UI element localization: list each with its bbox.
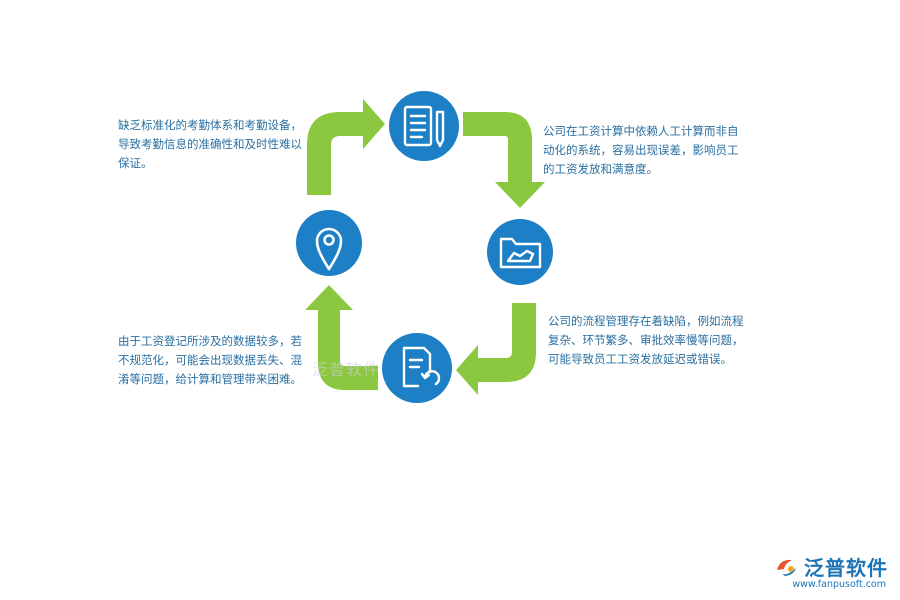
node-top [389,91,459,161]
folder-icon [499,237,542,269]
brand-url[interactable]: www.fanpusoft.com [792,579,886,590]
arrow-top-to-right [463,112,545,208]
note-bottom-right: 公司的流程管理存在着缺陷，例如流程复杂、环节繁多、审批效率慢等问题，可能导致员工… [548,314,744,366]
note-bottom-left: 由于工资登记所涉及的数据较多，若不规范化，可能会出现数据丢失、混淆等问题，给计算… [118,334,302,386]
arrow-left-to-top [307,99,385,195]
document-refresh-icon [402,346,441,388]
location-pin-icon [315,227,343,271]
node-left [296,210,362,276]
brand-logo: 泛普软件 www.fanpusoft.com [774,552,888,590]
note-top-left: 缺乏标准化的考勤体系和考勤设备，导致考勤信息的准确性和及时性难以保证。 [118,118,302,170]
document-pencil-icon [403,105,445,148]
arrow-bottom-to-left [305,285,378,390]
node-right [487,219,553,285]
brand-name: 泛普软件 [804,556,888,580]
arrow-right-to-bottom [456,303,536,395]
cycle-arrows [305,99,545,395]
note-top-right: 公司在工资计算中依赖人工计算而非自动化的系统，容易出现误差，影响员工的工资发放和… [543,124,739,176]
node-bottom [382,333,452,403]
watermark-text: 泛普软件 [312,360,381,379]
brand-swirl-icon [777,559,796,576]
